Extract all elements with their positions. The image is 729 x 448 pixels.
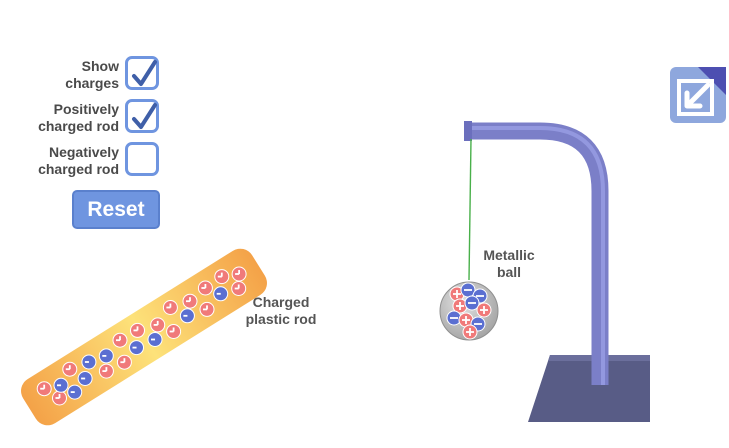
negative-charge-icon [213,286,229,302]
positive-charge-icon [150,317,166,333]
negative-charge-icon [446,310,462,326]
positive-charge-icon [130,322,145,338]
charged-plastic-rod[interactable] [0,230,280,435]
positive-charge-icon [462,324,478,340]
positive-charge-icon [62,361,78,377]
positive-charge-icon [112,332,128,348]
reset-button[interactable]: Reset [72,190,160,229]
negative-charge-icon [77,371,93,386]
positive-charge-icon [182,293,198,309]
positive-charge-icon [197,280,213,296]
positive-charge-icon [476,302,492,318]
positive-charge-icon [231,266,247,282]
positive-rod-row: Positively charged rod [0,99,165,139]
ball-caption: Metallic ball [483,247,535,280]
show-charges-checkbox[interactable] [125,56,159,90]
fullscreen-button[interactable] [670,67,726,123]
positive-charge-icon [98,363,114,379]
negative-charge-icon [53,377,69,393]
negative-rod-label: Negatively charged rod [38,144,119,177]
positive-charge-icon [199,301,215,317]
pendulum-stand [439,121,650,422]
positive-charge-icon [452,298,468,314]
positive-charge-icon [214,269,230,285]
checkmark-icon [132,103,157,129]
rod-caption: Charged plastic rod [245,294,317,327]
positive-rod-label: Positively charged rod [38,101,119,134]
negative-charge-icon [147,332,163,347]
negative-charge-icon [129,340,144,356]
thread [468,138,472,281]
negative-charge-icon [98,348,114,364]
positive-charge-icon [36,381,52,397]
positive-charge-icon [458,312,474,328]
negative-charge-icon [464,295,480,311]
show-charges-row: Show charges [0,56,165,96]
negative-rod-checkbox[interactable] [125,142,159,176]
negative-charge-icon [81,354,97,370]
expand-arrow-icon [677,67,726,116]
positive-charge-icon [52,390,67,406]
positive-charge-icon [162,300,178,315]
negative-charge-icon [67,384,83,400]
positive-charge-icon [116,354,132,370]
negative-rod-row: Negatively charged rod [0,142,165,182]
show-charges-label: Show charges [65,58,119,91]
checkmark-icon [132,60,157,86]
positive-charge-icon [231,281,247,296]
negative-charge-icon [179,308,195,324]
positive-charge-icon [166,324,182,339]
positive-rod-checkbox[interactable] [125,99,159,133]
